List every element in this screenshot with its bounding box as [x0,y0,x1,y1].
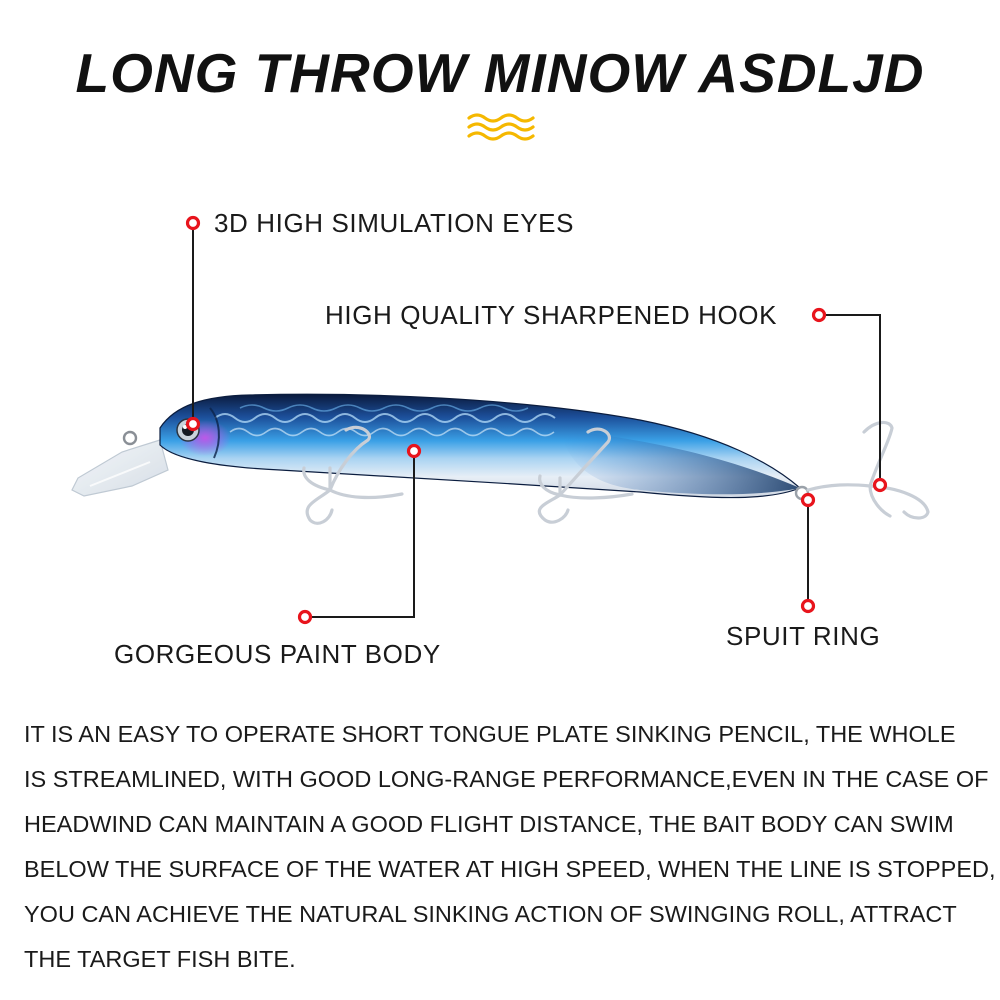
description-line: HEADWIND CAN MAINTAIN A GOOD FLIGHT DIST… [24,811,954,837]
callout-eyes: 3D HIGH SIMULATION EYES [214,208,575,238]
leader-line-hook [819,314,881,484]
product-description: IT IS AN EASY TO OPERATE SHORT TONGUE PL… [24,712,996,982]
callout-ring: SPUIT RING [726,621,881,651]
anchor-dot-ring [800,492,816,508]
page-title: LONG THROW MINOW ASDLJD [75,42,925,104]
treble-hook-front [302,425,404,525]
treble-hook-tail [806,420,930,520]
callout-body: GORGEOUS PAINT BODY [114,639,441,669]
leader-line-body [305,451,415,618]
anchor-dot-body [406,443,422,459]
callout-dot-body [297,609,313,625]
line-tie-ring [122,430,138,446]
anchor-dot-eyes [185,416,201,432]
description-line: YOU CAN ACHIEVE THE NATURAL SINKING ACTI… [24,901,957,927]
description-line: THE TARGET FISH BITE. [24,946,296,972]
callout-dot-eyes [185,215,201,231]
description-line: IT IS AN EASY TO OPERATE SHORT TONGUE PL… [24,721,956,747]
description-line: BELOW THE SURFACE OF THE WATER AT HIGH S… [24,856,996,882]
lure-lip [71,439,169,497]
callout-dot-ring [800,598,816,614]
lure-eye [176,418,200,442]
callout-dot-hook [811,307,827,323]
wave-lines-icon [467,113,535,141]
callout-hook: HIGH QUALITY SHARPENED HOOK [325,300,778,330]
description-line: IS STREAMLINED, WITH GOOD LONG-RANGE PER… [24,766,989,792]
anchor-dot-hook [872,477,888,493]
treble-hook-middle [537,427,634,524]
